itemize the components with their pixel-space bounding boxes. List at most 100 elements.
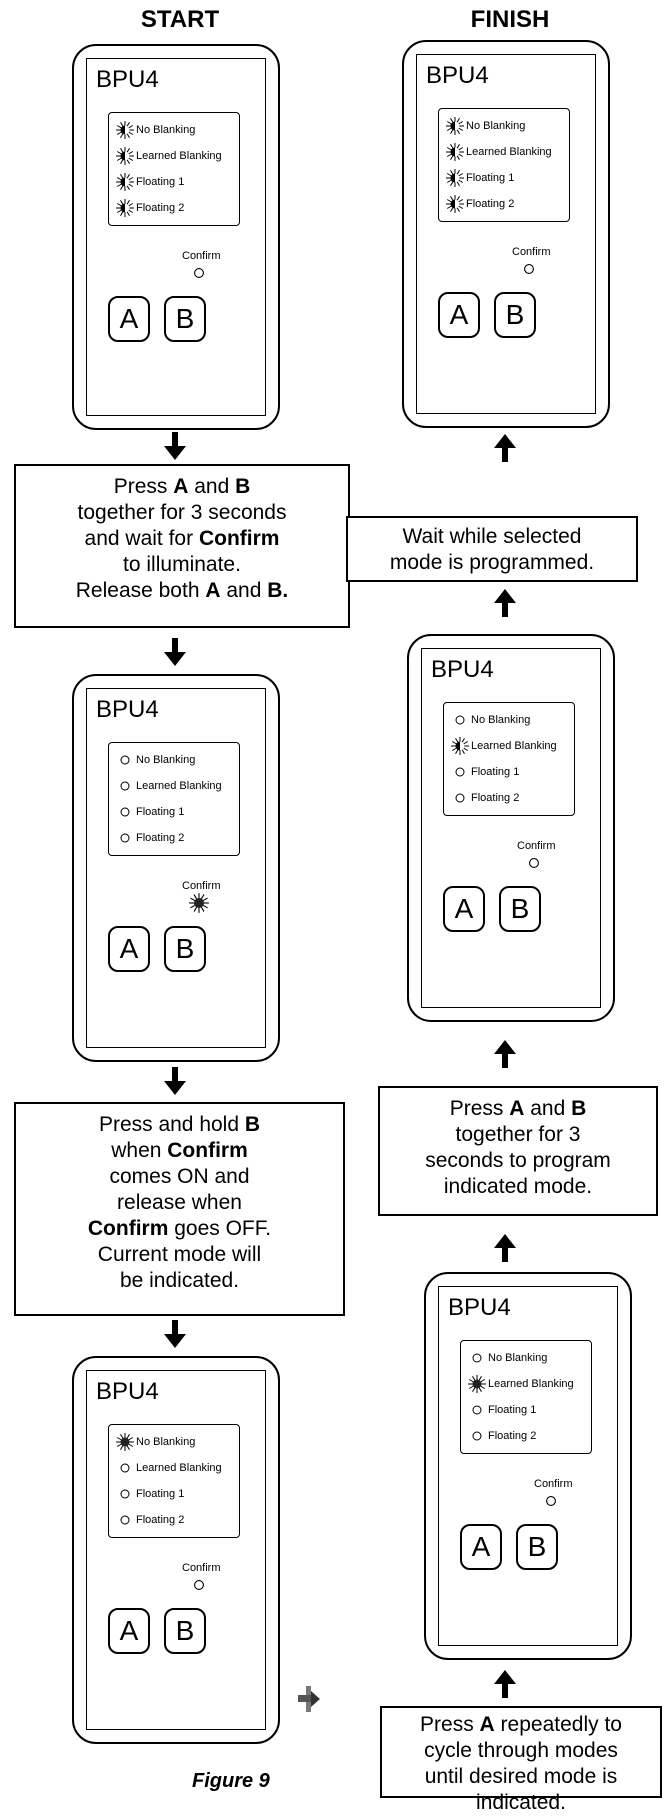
confirm-label: Confirm bbox=[182, 880, 221, 892]
step-line: to illuminate. bbox=[22, 552, 342, 578]
button-b[interactable]: B bbox=[164, 296, 206, 342]
mode-row: Floating 1 bbox=[445, 167, 514, 189]
mode-led-icon bbox=[445, 142, 465, 162]
step-text-bold: Confirm bbox=[167, 1139, 248, 1162]
step-line: Current mode will bbox=[22, 1242, 337, 1268]
mode-led-icon bbox=[115, 1432, 135, 1452]
mode-label: Floating 2 bbox=[466, 198, 515, 210]
arrow-up-icon bbox=[494, 589, 516, 617]
step-text: release when bbox=[117, 1191, 242, 1214]
step-text: Press bbox=[113, 475, 174, 498]
button-a[interactable]: A bbox=[438, 292, 480, 338]
mode-row: Floating 1 bbox=[115, 801, 184, 823]
mode-led-icon bbox=[115, 172, 135, 192]
step-text: and wait for bbox=[84, 527, 199, 550]
step-text-bold: B bbox=[244, 1113, 261, 1136]
mode-row: No Blanking bbox=[445, 115, 525, 137]
mode-row: Floating 2 bbox=[115, 197, 184, 219]
button-a[interactable]: A bbox=[108, 926, 150, 972]
mode-led-icon bbox=[115, 1484, 135, 1504]
step-line: cycle through modes bbox=[388, 1738, 654, 1764]
mode-row: Floating 2 bbox=[450, 787, 519, 809]
mode-led-icon bbox=[115, 802, 135, 822]
arrow-down-icon bbox=[164, 1067, 186, 1095]
step-text: be indicated. bbox=[119, 1269, 240, 1292]
mode-led-icon bbox=[115, 750, 135, 770]
mode-row: Learned Blanking bbox=[467, 1373, 574, 1395]
button-a[interactable]: A bbox=[443, 886, 485, 932]
mode-row: Floating 2 bbox=[445, 193, 514, 215]
button-b[interactable]: B bbox=[164, 1608, 206, 1654]
step-text: until desired mode is bbox=[424, 1765, 618, 1788]
step-line: when Confirm bbox=[22, 1138, 337, 1164]
confirm-label: Confirm bbox=[182, 250, 221, 262]
device-screen-frame bbox=[421, 648, 601, 1008]
step-text-bold: B bbox=[235, 475, 251, 498]
mode-label: Floating 1 bbox=[136, 176, 185, 188]
mode-row: Learned Blanking bbox=[115, 145, 222, 167]
step-line: Press A and B bbox=[22, 474, 342, 500]
mode-row: Learned Blanking bbox=[115, 1457, 222, 1479]
mode-label: No Blanking bbox=[466, 120, 526, 132]
button-b[interactable]: B bbox=[499, 886, 541, 932]
mode-led-icon bbox=[450, 710, 470, 730]
step-text-bold: B. bbox=[267, 579, 289, 602]
step-text: cycle through modes bbox=[424, 1739, 618, 1762]
mode-led-icon bbox=[467, 1374, 487, 1394]
mode-label: Learned Blanking bbox=[136, 150, 222, 162]
step-text: Release both bbox=[75, 579, 206, 602]
step-text: together for 3 seconds bbox=[77, 501, 287, 524]
step-text: when bbox=[111, 1139, 168, 1162]
finish-heading: FINISH bbox=[470, 6, 550, 33]
step-text: seconds to program bbox=[425, 1149, 611, 1172]
step-line: indicated mode. bbox=[386, 1174, 650, 1200]
mode-led-icon bbox=[445, 194, 465, 214]
confirm-label: Confirm bbox=[534, 1478, 573, 1490]
mode-label: Floating 1 bbox=[466, 172, 515, 184]
step-text-bold: Confirm bbox=[87, 1217, 169, 1240]
mode-led-icon bbox=[450, 762, 470, 782]
arrow-up-icon bbox=[494, 1040, 516, 1068]
mode-label: No Blanking bbox=[136, 1436, 196, 1448]
mode-label: Learned Blanking bbox=[136, 1462, 222, 1474]
mode-row: Floating 2 bbox=[115, 827, 184, 849]
confirm-led-icon bbox=[518, 258, 540, 280]
confirm-label: Confirm bbox=[182, 1562, 221, 1574]
step-line: until desired mode is bbox=[388, 1764, 654, 1790]
button-a[interactable]: A bbox=[108, 296, 150, 342]
step-text: indicated. bbox=[476, 1791, 566, 1814]
step-text: to illuminate. bbox=[123, 553, 241, 576]
button-b[interactable]: B bbox=[494, 292, 536, 338]
step-text: mode is programmed. bbox=[389, 551, 595, 574]
step-line: together for 3 seconds bbox=[22, 500, 342, 526]
mode-led-icon bbox=[467, 1348, 487, 1368]
device-screen-frame bbox=[438, 1286, 618, 1646]
step-text-bold: B bbox=[571, 1097, 587, 1120]
mode-led-icon bbox=[445, 116, 465, 136]
mode-label: Floating 1 bbox=[488, 1404, 537, 1416]
confirm-led-icon bbox=[188, 1574, 210, 1596]
button-a[interactable]: A bbox=[108, 1608, 150, 1654]
button-a[interactable]: A bbox=[460, 1524, 502, 1570]
mode-label: Floating 2 bbox=[136, 202, 185, 214]
button-b[interactable]: B bbox=[164, 926, 206, 972]
figure-caption: Figure 9 bbox=[192, 1770, 270, 1792]
mode-row: No Blanking bbox=[467, 1347, 547, 1369]
step-line: seconds to program bbox=[386, 1148, 650, 1174]
mode-label: No Blanking bbox=[488, 1352, 548, 1364]
mode-row: Floating 1 bbox=[115, 171, 184, 193]
mode-label: Floating 1 bbox=[136, 1488, 185, 1500]
button-b[interactable]: B bbox=[516, 1524, 558, 1570]
step-text: Current mode will bbox=[97, 1243, 262, 1266]
mode-led-icon bbox=[115, 146, 135, 166]
